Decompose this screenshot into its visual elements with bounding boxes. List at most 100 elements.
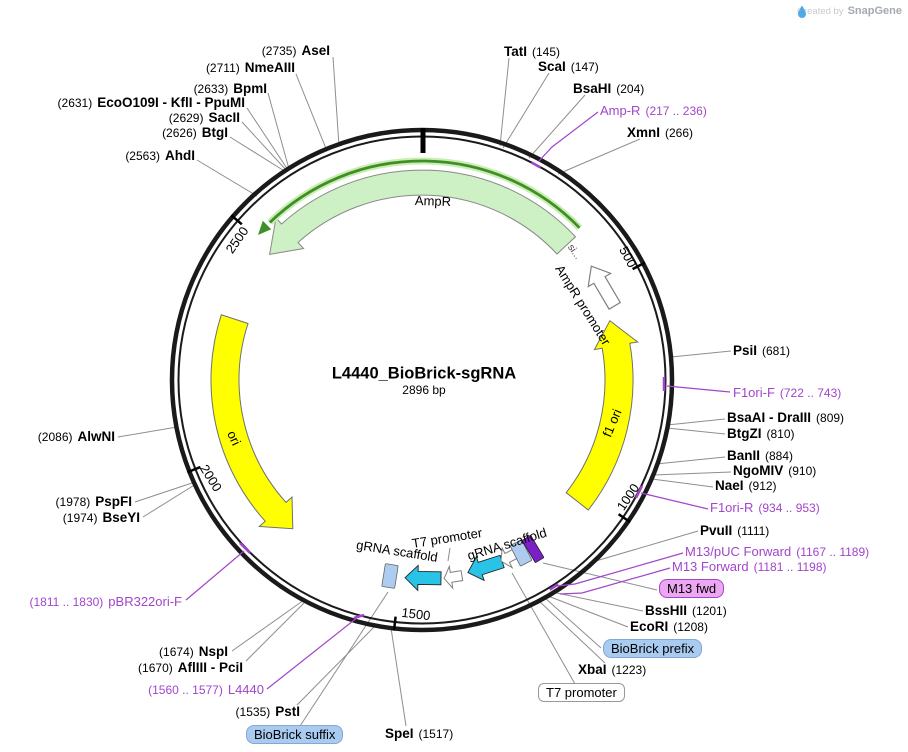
primer-pbr322oriF[interactable]: (1811 .. 1830)pBR322ori-F: [29, 594, 182, 610]
primer-f1oriR[interactable]: F1ori-R(934 .. 953): [710, 500, 820, 516]
feature-shapes: [210, 157, 639, 592]
site-ecoRI[interactable]: EcoRI(1208): [630, 619, 708, 635]
site-aflIII[interactable]: (1670)AflIII - PciI: [138, 660, 243, 676]
grna-scaffold-arrow-left[interactable]: [404, 564, 442, 592]
site-ecoO109I[interactable]: (2631)EcoO109I - KflI - PpuMI: [57, 95, 245, 111]
site-ngoMIV[interactable]: NgoMIV(910): [733, 463, 817, 479]
primer-leaders: [185, 111, 731, 690]
leader-ecoO109I: [246, 107, 289, 171]
site-pstI[interactable]: (1535)PstI: [235, 704, 300, 720]
site-nmeaIII[interactable]: (2711)NmeAIII: [205, 60, 295, 76]
m13-fwd-primer-box[interactable]: [521, 535, 545, 563]
ampr-strand-arrowhead: [258, 220, 272, 235]
leader-ampR-primer: [538, 111, 599, 162]
ampr-strand-line: [268, 159, 581, 229]
primer-f1oriF[interactable]: F1ori-F(722 .. 743): [733, 385, 842, 401]
ampr-promoter-arrow[interactable]: [580, 260, 626, 313]
site-bpmI[interactable]: (2633)BpmI: [193, 81, 267, 97]
leader-tatI: [499, 57, 510, 147]
position-ticks: [186, 128, 646, 631]
leader-lines: [117, 56, 732, 727]
site-aseI[interactable]: (2735)AseI: [261, 43, 330, 59]
site-alwNI[interactable]: (2086)AlwNI: [37, 429, 115, 445]
site-bssHII[interactable]: BssHII(1201): [645, 603, 727, 619]
leader-naeI: [651, 478, 714, 488]
leader-t7-chip: [511, 572, 576, 685]
leader-scaI: [502, 72, 550, 149]
leader-sacII: [241, 121, 288, 172]
leader-ecoRI: [547, 595, 629, 628]
ampr-cds-arrow[interactable]: [268, 169, 577, 256]
plasmid-name[interactable]: L4440_BioBrick-sgRNA: [331, 364, 517, 383]
t7-promoter-arrow-left[interactable]: [442, 564, 464, 590]
site-sacII[interactable]: (2629)SacII: [168, 110, 240, 126]
leader-btgZI: [666, 427, 726, 435]
site-xbaI[interactable]: XbaI(1223): [578, 662, 647, 678]
snapgene-droplet-icon: [798, 5, 807, 18]
leader-speI: [390, 627, 407, 727]
leader-psiI: [670, 350, 732, 358]
watermark-created-by: Created by: [797, 5, 844, 17]
leader-ahdI: [196, 159, 258, 197]
leader-pspFI: [134, 481, 196, 503]
site-nspI[interactable]: (1674)NspI: [159, 644, 228, 660]
leader-btgI: [229, 136, 287, 173]
t7-promoter-chip[interactable]: T7 promoter: [538, 683, 625, 702]
leader-xbaI: [538, 600, 606, 664]
site-banII[interactable]: BanII(884): [727, 448, 794, 464]
primer-m13pucF[interactable]: M13/pUC Forward(1167 .. 1189): [685, 544, 870, 560]
leader-f1oriF: [666, 385, 731, 393]
site-ahdI[interactable]: (2563)AhdI: [125, 148, 195, 164]
leader-f1oriR: [640, 492, 709, 510]
site-xmnI[interactable]: XmnI(266): [627, 125, 694, 141]
primer-ampR[interactable]: Amp-R(217 .. 236): [600, 103, 707, 119]
leader-biobrick-prefix: [544, 597, 602, 649]
leader-m13pucF: [556, 552, 684, 587]
ori-arrow[interactable]: [210, 314, 294, 530]
ptick-l4440: [353, 613, 365, 620]
site-bsaHI[interactable]: BsaHI(204): [573, 81, 645, 97]
site-btgZI[interactable]: BtgZI(810): [727, 426, 795, 442]
leader-banII: [655, 456, 726, 465]
primer-m13F[interactable]: M13 Forward(1181 .. 1198): [672, 559, 827, 575]
primer-l4440[interactable]: (1560 .. 1577)L4440: [148, 682, 264, 698]
leader-l4440: [266, 616, 359, 690]
site-pspFI[interactable]: (1978)PspFI: [55, 494, 132, 510]
ptick-f1oriR: [634, 485, 644, 499]
leader-m13F: [559, 567, 671, 595]
leader-pstI: [296, 625, 376, 706]
tick-2500: [230, 214, 243, 226]
site-btgI[interactable]: (2626)BtgI: [162, 125, 228, 141]
site-naeI[interactable]: NaeI(912): [715, 478, 777, 494]
watermark: Created by SnapGene: [797, 5, 902, 18]
site-speI[interactable]: SpeI(1517): [385, 726, 454, 742]
site-psiI[interactable]: PsiI(681): [733, 343, 791, 359]
site-tatI[interactable]: TatI(145): [504, 44, 561, 60]
site-bsaAI[interactable]: BsaAI - DraIII(809): [727, 410, 845, 426]
biobrick-prefix-box[interactable]: [509, 539, 533, 567]
leader-nspI: [231, 599, 305, 652]
ptick-m13: [549, 583, 559, 591]
leader-t7-curved-label: [447, 547, 451, 562]
tick-2000: [186, 465, 201, 474]
m13-fwd-chip[interactable]: M13 fwd: [659, 579, 725, 598]
ampr-label[interactable]: AmpR: [414, 192, 452, 210]
leader-bseYI: [142, 483, 197, 518]
leader-bsaHI: [528, 94, 586, 159]
site-scaI[interactable]: ScaI(147): [538, 59, 599, 75]
leader-pbr322oriF: [185, 550, 245, 601]
biobrick-suffix-box[interactable]: [381, 563, 399, 589]
f1-ori-arrow[interactable]: [565, 319, 639, 511]
biobrick-prefix-chip[interactable]: BioBrick prefix: [603, 639, 703, 658]
tick-1000: [617, 513, 631, 524]
site-bseYI[interactable]: (1974)BseYI: [62, 510, 140, 526]
leader-nmeaIII: [295, 73, 328, 152]
site-pvuII[interactable]: PvuII(1111): [700, 523, 770, 539]
leader-bpmI: [267, 92, 290, 170]
leader-bssHII: [551, 591, 644, 612]
ptick-pbr322oriF: [239, 542, 251, 554]
tick-500: [632, 261, 646, 271]
biobrick-suffix-chip[interactable]: BioBrick suffix: [246, 725, 344, 744]
